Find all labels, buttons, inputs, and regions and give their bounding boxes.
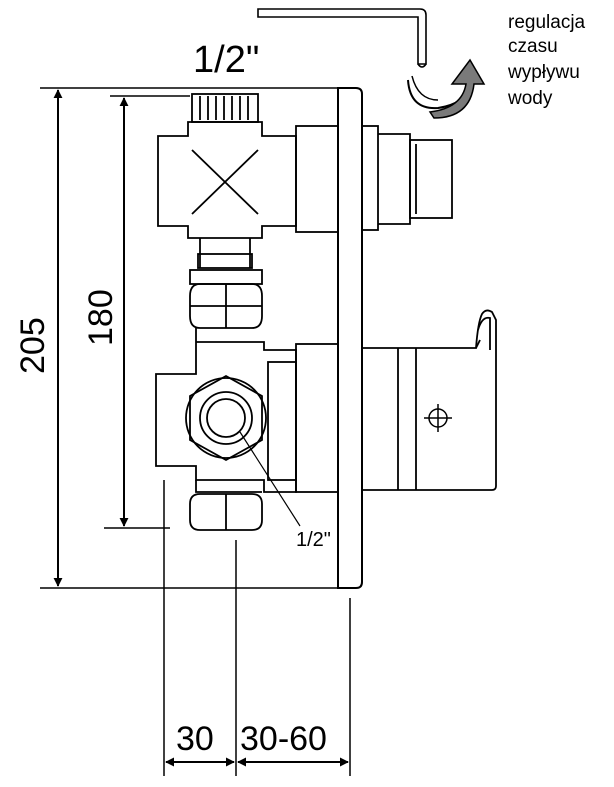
height-inner-label: 180	[82, 289, 120, 346]
note-line: wypływu	[507, 62, 580, 83]
extension-lines	[40, 87, 351, 776]
bottom-thread-label: 1/2"	[296, 529, 331, 551]
lower-valve-body	[155, 328, 297, 493]
allen-key-icon	[257, 8, 427, 68]
thread-leader-line	[239, 431, 301, 527]
depth-fixed-label: 30	[176, 720, 214, 758]
note-line: czasu	[508, 36, 558, 57]
note-regulation: regulacja czasu wypływu wody	[507, 12, 586, 109]
note-line: regulacja	[508, 12, 586, 33]
height-outer-label: 205	[14, 317, 52, 374]
rotation-arrow-icon	[407, 58, 486, 119]
bottom-nut	[189, 493, 263, 531]
cartridge-housing	[295, 309, 497, 493]
mounting-plate	[337, 87, 363, 589]
note-line: wody	[507, 88, 553, 109]
upper-valve-body	[157, 93, 453, 269]
center-cross-icon	[424, 404, 452, 432]
middle-nut	[189, 269, 263, 329]
depth-range-label: 30-60	[240, 720, 327, 758]
top-thread-label: 1/2"	[193, 39, 259, 81]
